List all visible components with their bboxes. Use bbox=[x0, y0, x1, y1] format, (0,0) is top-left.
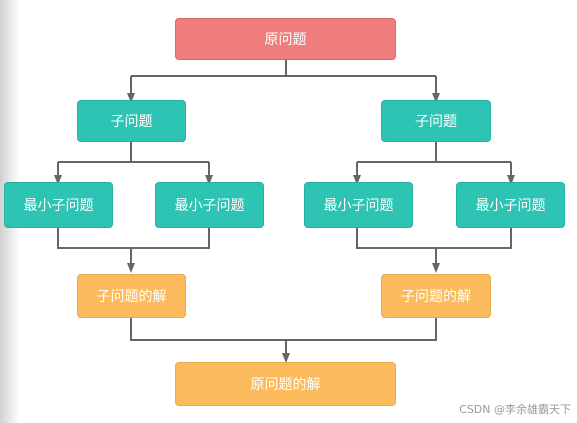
left-subproblem-solution-node: 子问题的解 bbox=[77, 274, 186, 318]
edge-left-merge bbox=[57, 228, 210, 249]
right-subproblem-node: 子问题 bbox=[381, 100, 491, 142]
left-subproblem-node: 子问题 bbox=[77, 100, 186, 142]
right-right-min-subproblem-node: 最小子问题 bbox=[456, 182, 565, 228]
root-problem-node: 原问题 bbox=[175, 18, 396, 60]
final-solution-node: 原问题的解 bbox=[175, 362, 396, 406]
left-left-min-subproblem-node: 最小子问题 bbox=[4, 182, 113, 228]
right-subproblem-solution-node: 子问题的解 bbox=[381, 274, 491, 318]
edge-final-merge bbox=[130, 318, 437, 341]
left-right-min-subproblem-node: 最小子问题 bbox=[155, 182, 264, 228]
edge-right-merge bbox=[356, 228, 512, 249]
csdn-watermark: CSDN @李余雄霸天下 bbox=[459, 403, 571, 416]
right-left-min-subproblem-node: 最小子问题 bbox=[304, 182, 413, 228]
